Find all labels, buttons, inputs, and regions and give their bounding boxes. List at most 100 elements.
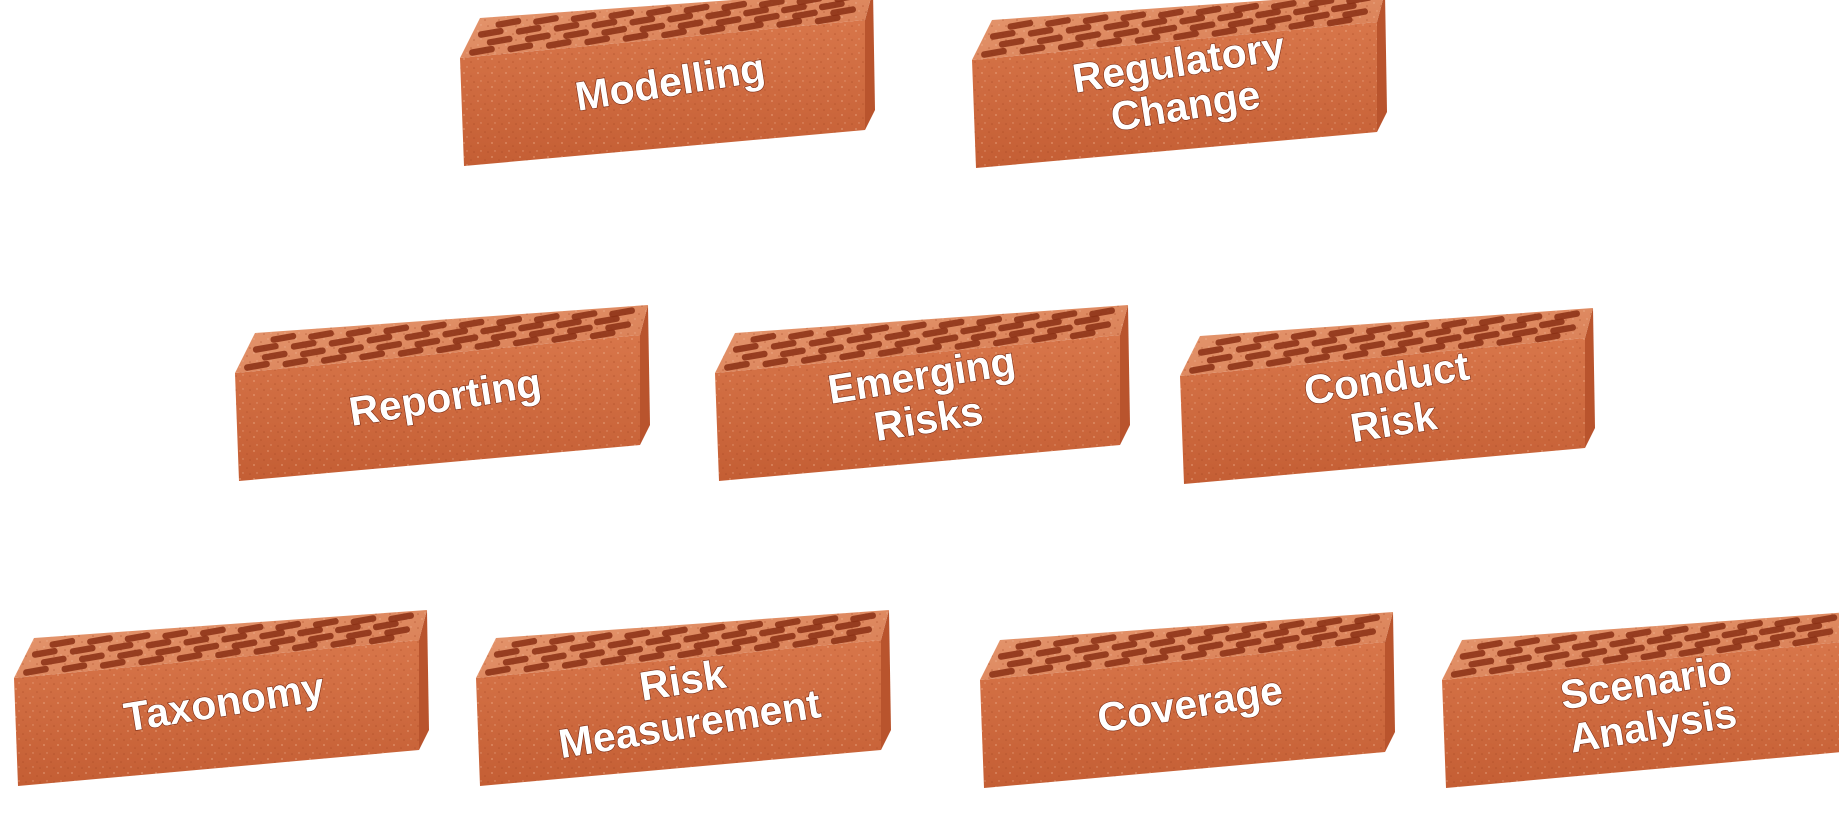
brick-hole <box>421 321 447 332</box>
brick-hole <box>600 655 627 666</box>
brick-hole <box>1134 33 1161 44</box>
brick-hole <box>1737 620 1763 630</box>
brick-hole <box>1089 307 1115 318</box>
brick-hole <box>275 620 302 631</box>
brick-hole <box>792 9 818 20</box>
brick-hole <box>515 24 542 35</box>
brick-hole <box>1304 353 1331 364</box>
brick-hole <box>1350 628 1376 639</box>
brick-hole <box>533 313 560 323</box>
brick-hole <box>477 27 504 38</box>
brick-hole <box>1057 40 1084 51</box>
brick-hole <box>1015 639 1042 650</box>
brick-hole <box>1346 0 1372 5</box>
brick-hole <box>259 629 286 640</box>
brick-hole <box>1073 643 1100 654</box>
brick-hole <box>1311 336 1338 347</box>
brick-hole <box>145 638 172 649</box>
brick-hole <box>922 327 949 338</box>
brick-hole <box>593 315 620 326</box>
brick-hole <box>1296 639 1323 650</box>
brick-hole <box>1045 17 1071 27</box>
brick-hole <box>107 641 134 652</box>
brick-hole <box>366 333 393 344</box>
brick-hole <box>605 321 631 332</box>
brick-hole <box>1397 337 1424 348</box>
brick-texture <box>1442 642 1839 788</box>
brick-hole <box>655 642 682 653</box>
brick-hole <box>731 636 758 646</box>
brick-hole <box>617 645 644 656</box>
brick-hole <box>1120 11 1147 22</box>
brick-hole <box>1128 631 1155 642</box>
brick-hole <box>1173 30 1199 41</box>
brick-hole <box>1807 628 1834 639</box>
brick-hole <box>788 330 814 340</box>
brick-hole <box>1288 19 1315 30</box>
brick-hole <box>1328 327 1355 338</box>
brick-hole <box>856 340 883 351</box>
brick-hole <box>124 632 151 643</box>
brick-hole <box>1534 643 1561 654</box>
brick-hole <box>608 9 635 20</box>
brick-hole <box>1571 640 1598 651</box>
brick-hole <box>1104 657 1131 668</box>
brick-hole <box>1769 631 1796 642</box>
brick-hole <box>1103 20 1130 31</box>
brick-hole <box>1450 667 1477 678</box>
brick-hole <box>221 632 248 643</box>
brick-hole <box>40 655 67 666</box>
brick-hole <box>884 330 911 341</box>
brick-hole <box>252 342 279 353</box>
brick-hole <box>383 324 410 335</box>
brick-hole <box>1534 332 1561 343</box>
brick-hole <box>1538 318 1565 329</box>
brick-texture <box>715 335 1120 481</box>
brick-hole <box>270 332 297 343</box>
brick-hole <box>1189 21 1216 32</box>
brick-hole <box>624 629 651 640</box>
brick-hole <box>699 623 726 634</box>
brick-hole <box>753 641 780 652</box>
brick-hole <box>512 336 539 347</box>
brick-hole <box>579 649 605 660</box>
brick-hole <box>567 324 593 335</box>
brick-hole <box>1419 342 1446 353</box>
brick-hole <box>1031 332 1058 343</box>
brick-hole <box>989 29 1016 40</box>
brick-hole <box>299 347 326 358</box>
brick-hole <box>938 318 965 329</box>
brick-hole <box>629 15 656 26</box>
brick-texture <box>980 642 1385 788</box>
brick-hole <box>954 339 981 350</box>
brick-hole <box>469 45 495 56</box>
brick-hole <box>759 626 785 637</box>
brick-hole <box>117 649 143 660</box>
brick-hole <box>1273 339 1300 350</box>
brick-hole <box>667 12 694 23</box>
brick-hole <box>1338 622 1365 633</box>
brick-hole <box>511 637 538 648</box>
brick-hole <box>551 332 578 343</box>
brick-hole <box>490 331 517 341</box>
brick-hole <box>607 638 634 649</box>
brick-hole <box>404 330 431 341</box>
brick-hole <box>1013 313 1040 323</box>
brick-hole <box>1312 631 1338 642</box>
brick-hole <box>155 645 182 656</box>
brick-hole <box>683 632 710 643</box>
brick-hole <box>1656 641 1683 652</box>
brick-hole <box>1403 321 1430 332</box>
brick-hole <box>877 346 904 357</box>
brick-hole <box>308 330 334 340</box>
brick-hole <box>976 315 1003 326</box>
brick-hole <box>452 334 479 345</box>
brick-hole <box>622 31 649 42</box>
brick-hole <box>1543 651 1570 662</box>
brick-hole <box>830 634 857 645</box>
brick-hole <box>335 623 361 634</box>
brick-hole <box>493 647 520 658</box>
brick-hole <box>282 357 309 368</box>
brick-hole <box>1301 625 1327 636</box>
brick-hole <box>23 665 49 676</box>
